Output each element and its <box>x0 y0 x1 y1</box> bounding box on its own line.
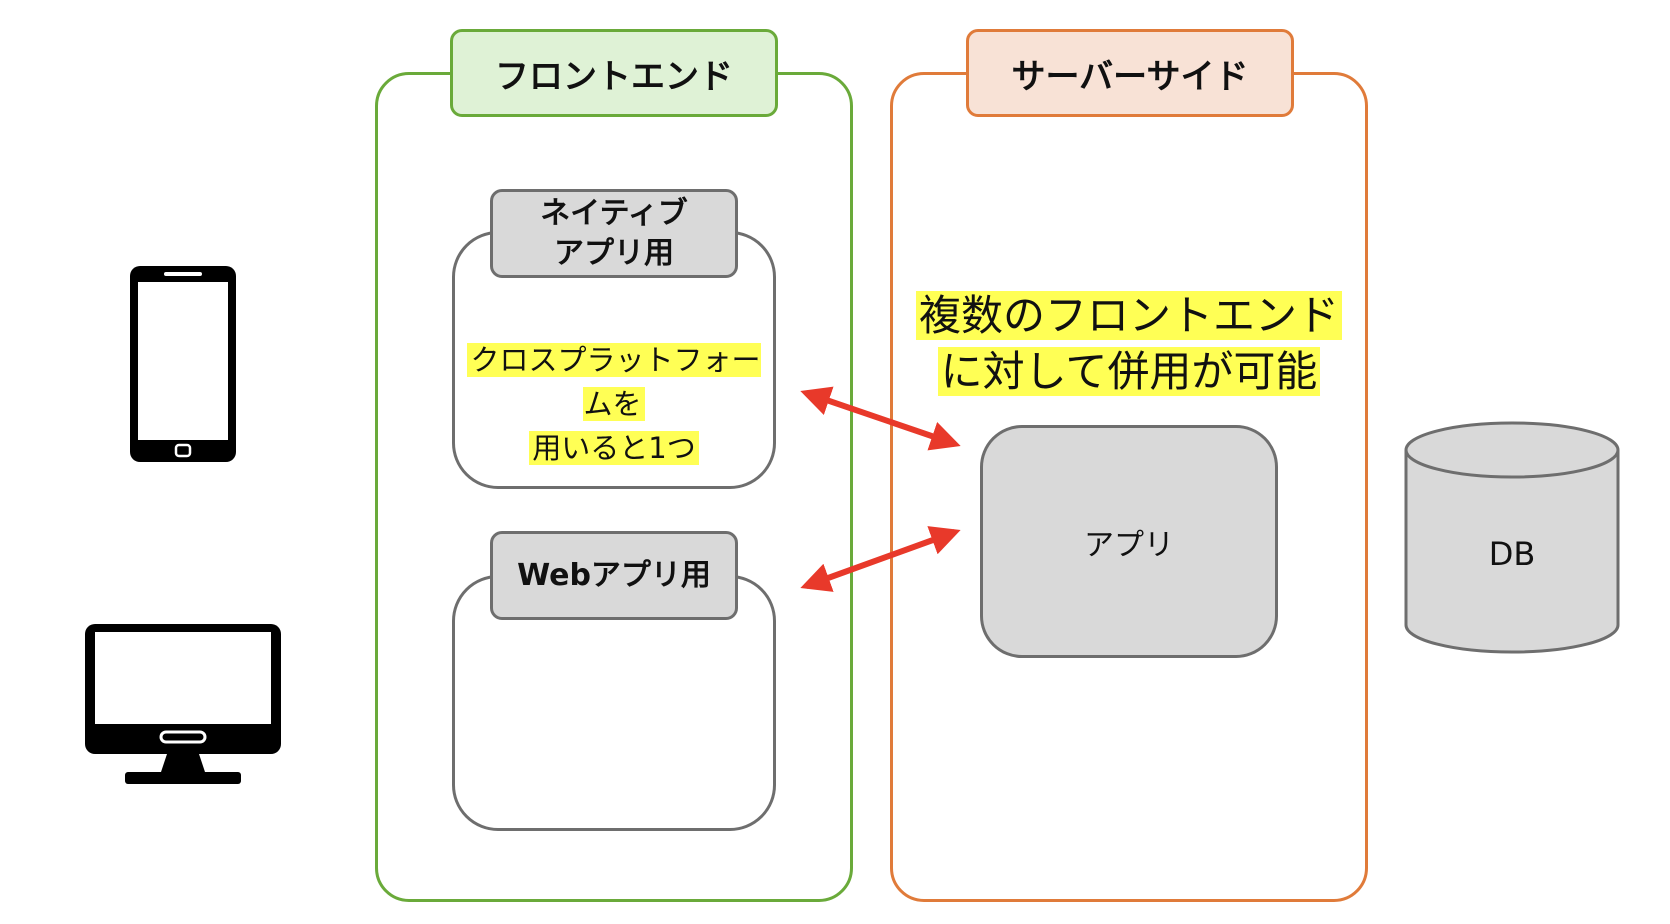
arrow-native-to-server <box>800 386 961 451</box>
database-cylinder <box>1404 421 1620 654</box>
server-note-line1: 複数のフロントエンド <box>915 291 1342 340</box>
native-app-note: クロスプラットフォームを 用いると1つ <box>462 338 766 470</box>
arrow-web-to-server <box>800 526 961 592</box>
native-app-label-line1: ネイティブ <box>540 195 688 231</box>
desktop-monitor-icon <box>85 624 281 784</box>
native-app-label-line2: アプリ用 <box>553 235 674 271</box>
server-header-label: サーバーサイド <box>1011 56 1249 97</box>
web-app-tab: Webアプリ用 <box>490 531 738 620</box>
frontend-header-label: フロントエンド <box>495 56 733 97</box>
server-app-label: アプリ <box>1084 527 1174 563</box>
web-app-label: Webアプリ用 <box>517 557 711 593</box>
database-label: DB <box>1488 535 1536 573</box>
native-app-tab: ネイティブ アプリ用 <box>490 189 738 278</box>
native-app-note-line2: 用いると1つ <box>529 431 699 465</box>
server-note: 複数のフロントエンド に対して併用が可能 <box>905 288 1353 400</box>
smartphone-icon <box>130 266 236 462</box>
frontend-header: フロントエンド <box>450 29 778 117</box>
server-header: サーバーサイド <box>966 29 1294 117</box>
server-note-line2: に対して併用が可能 <box>937 347 1321 396</box>
server-app-box: アプリ <box>980 425 1278 658</box>
